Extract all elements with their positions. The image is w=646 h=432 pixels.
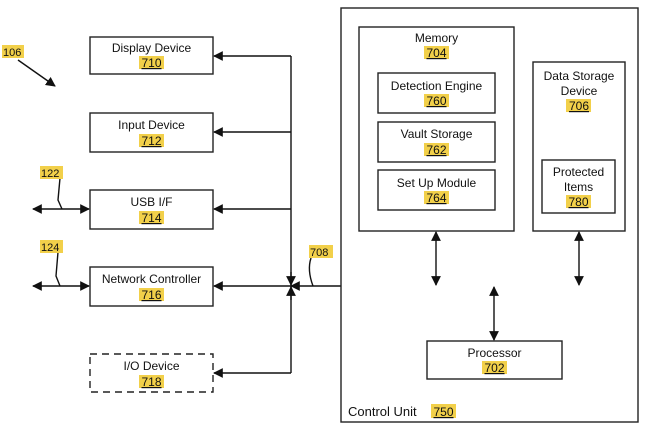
- data-storage-device-label-line1: Data Storage: [544, 69, 615, 83]
- display-device-label: Display Device: [112, 41, 192, 55]
- control-unit-label: Control Unit: [348, 404, 417, 419]
- input-device: Input Device 712: [90, 113, 213, 152]
- usb-line-ref: 122: [41, 168, 59, 180]
- network-controller-ref: 716: [141, 288, 161, 302]
- vault-storage: Vault Storage 762: [378, 122, 495, 162]
- display-device: Display Device 710: [90, 37, 213, 74]
- detection-engine-ref: 760: [426, 94, 446, 108]
- set-up-module-label: Set Up Module: [397, 176, 477, 190]
- network-controller-label: Network Controller: [102, 272, 201, 286]
- net-line-ref: 124: [41, 242, 59, 254]
- protected-items-ref: 780: [568, 195, 588, 209]
- processor: Processor 702: [427, 341, 562, 379]
- set-up-module-ref: 764: [426, 191, 446, 205]
- figure-ref: 106: [3, 47, 21, 59]
- data-storage-device-ref: 706: [569, 99, 589, 113]
- vault-storage-ref: 762: [426, 143, 446, 157]
- figure-ref-arrow: [18, 60, 55, 86]
- io-device: I/O Device 718: [90, 354, 213, 392]
- detection-engine-label: Detection Engine: [391, 79, 483, 93]
- protected-items: Protected Items 780: [542, 160, 615, 213]
- memory-ref: 704: [426, 46, 446, 60]
- control-unit-ref: 750: [433, 405, 453, 419]
- usb-interface-ref: 714: [141, 211, 161, 225]
- input-device-label: Input Device: [118, 118, 185, 132]
- usb-interface: USB I/F 714: [90, 190, 213, 229]
- net-line-ref-leader: [56, 252, 60, 286]
- display-device-ref: 710: [141, 56, 161, 70]
- vault-storage-label: Vault Storage: [401, 127, 473, 141]
- protected-items-label-line2: Items: [564, 180, 593, 194]
- processor-label: Processor: [467, 346, 521, 360]
- processor-ref: 702: [484, 361, 504, 375]
- usb-line-ref-leader: [58, 178, 62, 209]
- detection-engine: Detection Engine 760: [378, 73, 495, 113]
- usb-interface-label: USB I/F: [130, 195, 172, 209]
- io-device-ref: 718: [141, 375, 161, 389]
- data-storage-device-label-line2: Device: [561, 84, 598, 98]
- bus-ref-leader: [309, 258, 313, 286]
- io-device-label: I/O Device: [123, 359, 179, 373]
- protected-items-label-line1: Protected: [553, 165, 604, 179]
- input-device-ref: 712: [141, 134, 161, 148]
- network-controller: Network Controller 716: [90, 267, 213, 306]
- bus-ref: 708: [310, 247, 328, 259]
- memory-label: Memory: [415, 31, 458, 45]
- set-up-module: Set Up Module 764: [378, 170, 495, 210]
